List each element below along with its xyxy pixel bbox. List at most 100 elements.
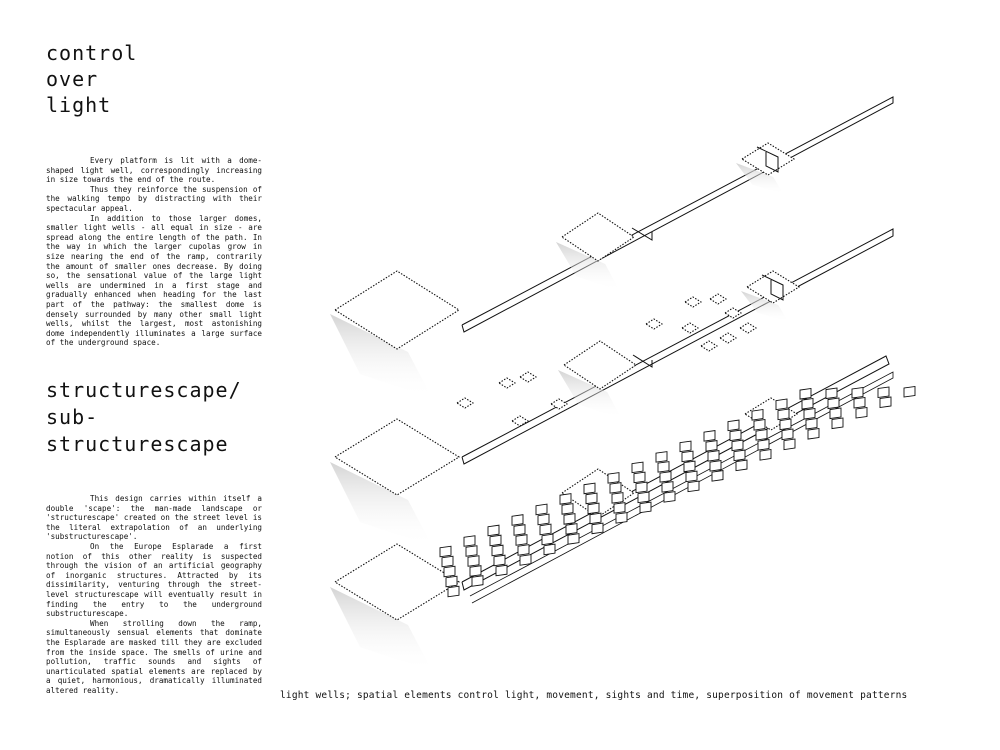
square-light-well — [657, 461, 670, 473]
square-light-well — [779, 418, 792, 431]
square-light-well — [537, 513, 550, 526]
dome-shadow — [330, 587, 432, 671]
square-light-well — [755, 429, 768, 441]
tiny-light-well — [723, 307, 743, 319]
square-light-well — [559, 493, 572, 505]
square-light-well — [445, 575, 458, 588]
large-light-well — [333, 270, 461, 350]
square-light-well — [709, 460, 722, 472]
square-light-well — [487, 524, 500, 537]
square-light-well — [589, 512, 602, 525]
square-light-well — [639, 501, 652, 514]
dome-shadow — [736, 163, 784, 195]
medium-light-well — [561, 212, 635, 262]
paragraph-control-over-light: Every platform is lit with a dome-shaped… — [46, 156, 262, 348]
tiny-light-well — [549, 398, 569, 410]
square-light-well — [801, 398, 814, 410]
dome-shadow — [330, 314, 432, 398]
square-light-well — [655, 451, 668, 463]
square-light-well — [805, 418, 818, 430]
square-light-well — [615, 512, 628, 524]
tiny-light-well — [680, 322, 700, 334]
walkway-ramp-lower — [469, 371, 894, 604]
square-light-well — [447, 585, 460, 598]
square-light-well — [903, 385, 916, 398]
square-light-well — [729, 429, 742, 442]
square-light-well — [587, 502, 600, 515]
square-light-well — [663, 491, 676, 503]
ramp-turn — [632, 354, 653, 368]
square-light-well — [511, 514, 524, 526]
square-light-well — [539, 523, 552, 536]
square-light-well — [759, 449, 772, 461]
paragraph-line: Every platform is lit with a dome-shaped… — [46, 156, 262, 185]
square-light-well — [781, 428, 794, 441]
square-light-well — [519, 554, 532, 566]
dome-shadow — [741, 291, 789, 323]
square-light-well — [563, 513, 576, 525]
square-light-well — [807, 428, 820, 440]
tiny-light-well — [510, 415, 530, 427]
square-light-well — [659, 471, 672, 483]
small-light-well — [740, 142, 796, 176]
square-light-well — [565, 523, 578, 535]
square-light-well — [679, 440, 692, 453]
square-light-well — [567, 533, 580, 545]
ramp-turn — [756, 146, 779, 173]
tiny-light-well — [718, 332, 738, 344]
large-light-well — [333, 418, 461, 496]
square-light-well — [731, 439, 744, 452]
square-light-well — [733, 449, 746, 462]
square-light-well — [705, 440, 718, 452]
square-light-well — [495, 564, 508, 577]
square-light-well — [515, 534, 528, 546]
square-light-well — [831, 417, 844, 430]
small-light-well — [745, 270, 801, 304]
tiny-light-well — [708, 293, 728, 305]
square-light-well — [683, 460, 696, 473]
square-light-well — [439, 545, 452, 558]
square-light-well — [775, 398, 788, 411]
square-light-well — [635, 481, 648, 494]
square-light-well — [851, 386, 864, 399]
square-light-well — [757, 439, 770, 451]
square-light-well — [561, 503, 574, 515]
square-light-well — [637, 491, 650, 504]
dome-shadow — [556, 242, 620, 291]
tiny-light-well — [699, 340, 719, 352]
square-light-well — [443, 565, 456, 578]
square-light-well — [465, 545, 478, 557]
square-light-well — [703, 430, 716, 442]
square-light-well — [611, 492, 624, 504]
walkway-ramp — [461, 96, 894, 333]
ramp-turn — [761, 274, 784, 301]
square-light-well — [735, 459, 748, 472]
square-light-well — [707, 450, 720, 462]
square-light-well — [607, 472, 620, 484]
medium-light-well — [563, 340, 637, 390]
square-light-well — [661, 481, 674, 493]
square-light-well — [583, 482, 596, 495]
square-light-well — [777, 408, 790, 421]
walkway-ramp — [461, 355, 890, 591]
square-light-well — [877, 386, 890, 399]
square-light-well — [609, 482, 622, 494]
square-light-well — [803, 408, 816, 420]
square-light-well — [633, 471, 646, 484]
square-light-well — [471, 575, 484, 587]
square-light-well — [783, 438, 796, 451]
walkway-ramp — [461, 228, 894, 465]
tiny-light-well — [518, 371, 538, 383]
dome-shadow — [330, 462, 432, 546]
paragraph-line: This design carries within itself a doub… — [46, 494, 262, 542]
square-light-well — [827, 397, 840, 410]
tiny-light-well — [644, 318, 664, 330]
square-light-well — [541, 533, 554, 546]
ramp-turn — [631, 227, 653, 241]
square-light-well — [585, 492, 598, 505]
square-light-well — [879, 396, 892, 409]
square-light-well — [829, 407, 842, 420]
tiny-light-well — [497, 377, 517, 389]
square-light-well — [753, 419, 766, 431]
